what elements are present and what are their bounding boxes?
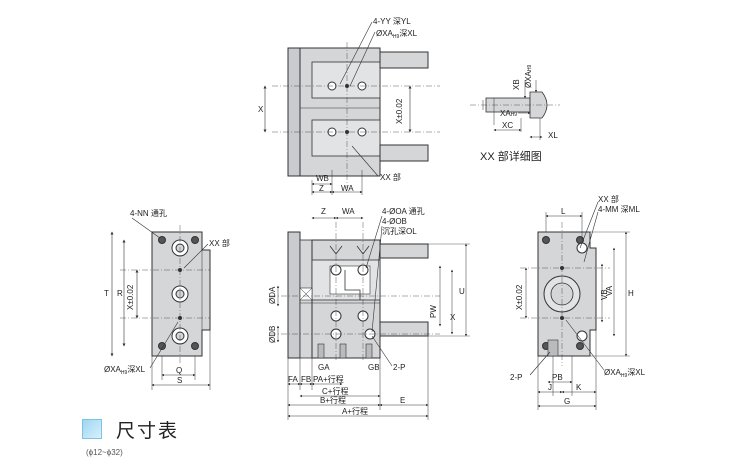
label-va: VA (605, 285, 614, 296)
label-fb: FB (301, 375, 311, 384)
label-e: E (400, 396, 405, 405)
label-xb-detail: XB (512, 79, 521, 90)
label-ob: 4-ØOB (382, 217, 407, 226)
label-pw: PW (429, 305, 438, 318)
label-2p-front: 2-P (393, 363, 405, 372)
label-ol: 沉孔深OL (382, 227, 417, 236)
label-x-tol-left: X±0.02 (126, 284, 135, 310)
label-pa: PA+行程 (313, 374, 344, 384)
label-x-front: X (450, 313, 456, 322)
label-z-top: Z (319, 184, 324, 193)
section-subtitle-cut: (ϕ12~ϕ32) (86, 448, 123, 457)
top-view: 4-YY 深YL ØXAH9深XL X X±0.02 WB Z WA XX 部 (258, 17, 440, 195)
detail-view: XB ØXAH9 XAH9 XC XL XX 部详细图 (470, 64, 560, 163)
label-t: T (104, 289, 109, 298)
label-wa-top: WA (341, 184, 354, 193)
label-xa-side: XAH9 (500, 109, 517, 118)
label-oa: 4-ØOA 通孔 (382, 206, 425, 216)
label-ga: GA (318, 363, 330, 372)
label-xx-left: XX 部 (209, 238, 230, 248)
label-xa-top: ØXAH9深XL (376, 29, 418, 40)
label-xa-left: ØXAH9深XL (104, 365, 146, 376)
label-fa: FA (288, 375, 298, 384)
right-view: L XX 部 4-MM 深ML X±0.02 VB VA H 2-P PB J … (510, 194, 646, 410)
label-u: U (459, 287, 465, 296)
label-gb: GB (368, 363, 380, 372)
label-r: R (117, 289, 123, 298)
label-yy: 4-YY 深YL (373, 17, 411, 26)
label-vb: VB (600, 289, 609, 300)
label-xa-detail: ØXAH9 (524, 64, 533, 88)
front-view: Z WA 4-ØOA 通孔 4-ØOB 沉孔深OL ØDA ØDB PW X U… (268, 206, 470, 420)
label-pb: PB (552, 373, 563, 382)
label-c: C+行程 (322, 386, 348, 396)
label-xc-detail: XC (502, 121, 513, 130)
label-l: L (561, 207, 566, 216)
label-z-front: Z (321, 207, 326, 216)
label-q: Q (176, 366, 182, 375)
label-db: ØDB (268, 326, 277, 343)
label-g: G (564, 397, 570, 406)
label-j: J (548, 383, 552, 392)
label-wb-top: WB (316, 174, 329, 183)
section-title: 尺寸表 (116, 419, 180, 442)
label-xl-detail: XL (548, 131, 558, 140)
label-x-top: X (258, 105, 264, 114)
section-heading: 尺寸表 (82, 414, 179, 444)
detail-caption: XX 部详细图 (480, 149, 542, 163)
label-x-tol-right: X±0.02 (515, 284, 524, 310)
label-x-tol-top: X±0.02 (395, 98, 404, 124)
label-s: S (177, 376, 182, 385)
label-xa-right: ØXAH9深XL (604, 368, 646, 379)
label-xx-top: XX 部 (380, 172, 401, 182)
label-wa-front: WA (342, 207, 355, 216)
label-b: B+行程 (320, 395, 346, 405)
label-h: H (628, 289, 634, 298)
label-mm: 4-MM 深ML (598, 205, 640, 214)
label-xx-right: XX 部 (598, 194, 619, 204)
label-da: ØDA (268, 286, 277, 304)
heading-marker-icon (82, 419, 102, 439)
left-view: 4-NN 通孔 XX 部 T R X±0.02 Q S ØXAH9深XL (104, 208, 230, 390)
label-2p-right: 2-P (510, 373, 522, 382)
label-nn: 4-NN 通孔 (130, 208, 167, 218)
label-a: A+行程 (342, 406, 368, 416)
label-k: K (576, 383, 582, 392)
